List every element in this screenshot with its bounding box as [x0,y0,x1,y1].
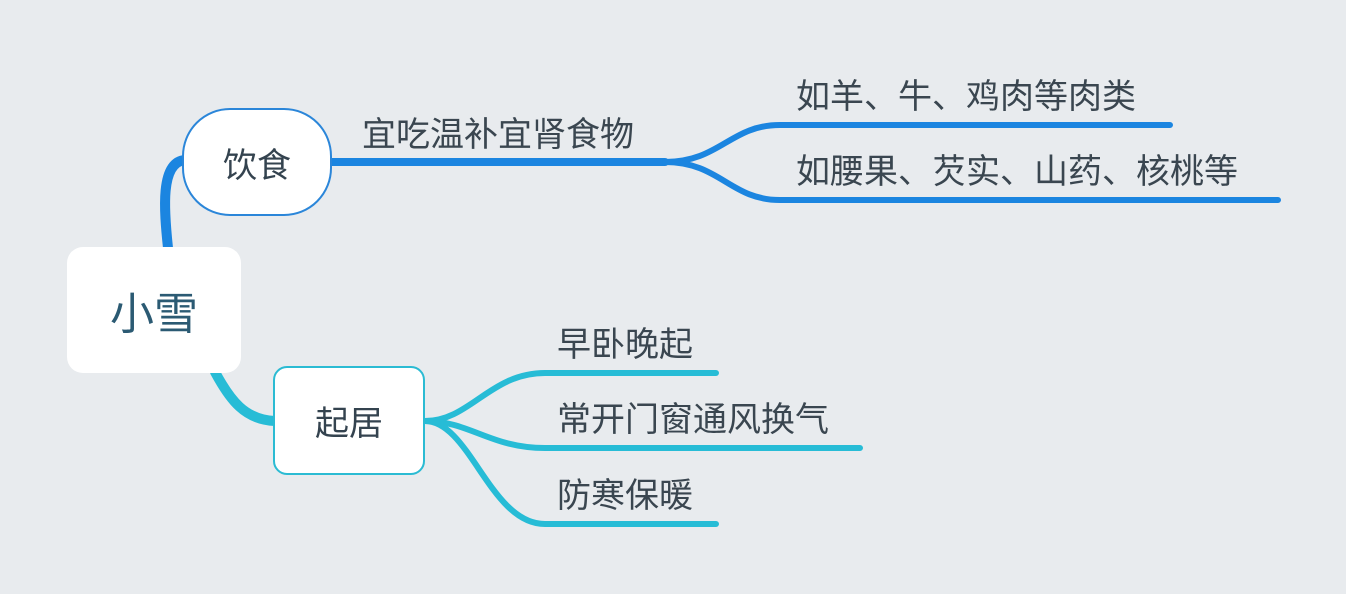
connector-topic-item-1 [662,122,1173,165]
branch-node-life[interactable]: 起居 [273,366,425,475]
connector-topic-item-2 [662,159,1281,203]
leaf-label-diet-2[interactable]: 如腰果、芡实、山药、核桃等 [796,152,1238,192]
connector-life-item-1 [422,370,719,424]
leaf-label-life-2[interactable]: 常开门窗通风换气 [557,400,829,440]
branch-label-diet: 饮食 [223,145,291,186]
connector-life-item-3 [422,418,719,527]
connector-root-diet [160,155,190,253]
branch-label-life: 起居 [315,404,383,444]
root-label: 小雪 [110,289,198,340]
leaf-label-life-1[interactable]: 早卧晚起 [557,325,693,365]
root-node[interactable]: 小雪 [67,247,241,373]
connector-root-life [210,367,280,426]
leaf-label-life-3[interactable]: 防寒保暖 [557,476,693,516]
topic-label-diet[interactable]: 宜吃温补宜肾食物 [362,115,634,155]
leaf-label-diet-1[interactable]: 如羊、牛、鸡肉等肉类 [796,77,1136,117]
branch-node-diet[interactable]: 饮食 [182,108,332,216]
